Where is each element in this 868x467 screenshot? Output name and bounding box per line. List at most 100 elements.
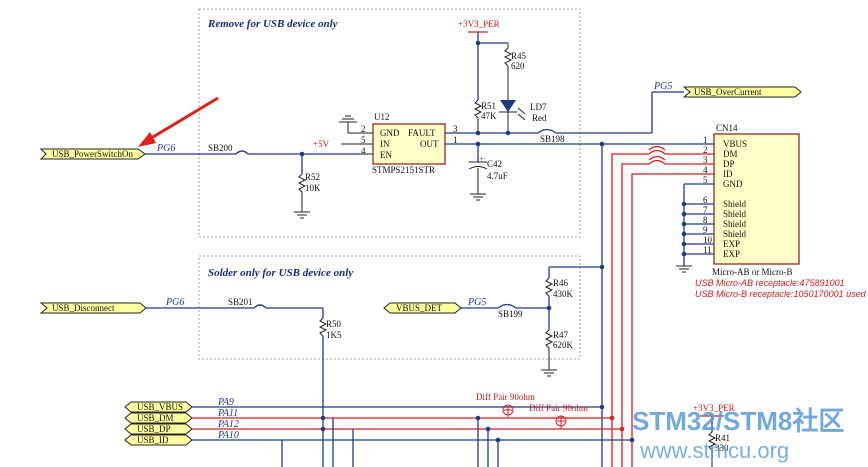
diff-pair-marker-1: Diff Pair 90ohm [476, 392, 535, 418]
cn14-pin-name: VBUS [723, 139, 747, 149]
svg-text:4: 4 [361, 146, 366, 156]
svg-text:Diff Pair 90ohm: Diff Pair 90ohm [476, 392, 535, 402]
watermark-url: www.stmcu.org [639, 438, 789, 463]
svg-text:R45: R45 [511, 51, 527, 61]
net-pa9: PA9 [217, 397, 234, 408]
net-pa10: PA10 [217, 430, 239, 441]
svg-text:U12: U12 [374, 112, 390, 122]
solder-region-title: Solder only for USB device only [208, 267, 353, 279]
solder-bridge-sb199: SB199 [497, 303, 523, 319]
cn14-pin-number: 3 [703, 155, 708, 165]
cn14-pin-number: 6 [703, 195, 708, 205]
svg-text:430K: 430K [553, 289, 574, 299]
svg-text:USB_ID: USB_ID [137, 435, 169, 445]
net-pg5-a: PG5 [653, 81, 672, 92]
ground-icon [470, 193, 486, 201]
cn14-pin-name: GND [723, 179, 743, 189]
cn14-pin-name: DP [723, 159, 735, 169]
svg-text:SB199: SB199 [498, 309, 523, 319]
svg-text:4.7uF: 4.7uF [487, 171, 508, 181]
remove-region-title: Remove for USB device only [207, 18, 338, 30]
cn14-pin-number: 5 [703, 175, 708, 185]
svg-text:R51: R51 [481, 101, 496, 111]
svg-text:620K: 620K [553, 340, 574, 350]
remove-for-usb-device-region [198, 8, 581, 238]
note-receptacle-b: USB Micro-B receptacle:1050170001 used [695, 289, 867, 299]
svg-text:USB_VBUS: USB_VBUS [137, 402, 183, 412]
svg-text:FAULT: FAULT [408, 128, 436, 138]
svg-text:620: 620 [511, 61, 525, 71]
svg-text:R52: R52 [305, 172, 320, 182]
net-pg6-b: PG6 [165, 297, 184, 308]
svg-text:USB_Disconnect: USB_Disconnect [52, 303, 115, 313]
svg-text:USB_DP: USB_DP [137, 424, 171, 434]
svg-text:Micro-AB or Micro-B: Micro-AB or Micro-B [712, 267, 793, 277]
solder-bridge-sb200: SB200 [208, 143, 249, 155]
svg-text:R41: R41 [715, 433, 730, 443]
cn14-pin-number: 10 [703, 235, 713, 245]
svg-text:330: 330 [715, 443, 729, 453]
ground-icon [294, 211, 310, 219]
solder-bridge-sb198: SB198 [537, 128, 565, 144]
cn14-pin-name: Shield [723, 229, 747, 239]
cn14-pin-name: ID [723, 169, 733, 179]
cn14-pin-number: 4 [703, 165, 708, 175]
watermark-brand: STM32/STM8社区 [632, 406, 844, 436]
resistor-r45: R45 620 [503, 43, 527, 100]
resistor-r50: R50 1K5 [318, 317, 342, 340]
svg-text:SB198: SB198 [540, 134, 565, 144]
led-ld7: LD7 Red [499, 100, 547, 133]
port-vbus-det: VBUS_DET [383, 302, 462, 314]
svg-text:USB_PowerSwitchOn: USB_PowerSwitchOn [52, 149, 134, 159]
svg-text:R50: R50 [326, 319, 342, 329]
net-pa12: PA12 [217, 419, 239, 430]
ground-icon [676, 265, 692, 273]
svg-text:1: 1 [453, 135, 458, 145]
port-usb-overcurrent: USB_OverCurrent [682, 86, 802, 98]
port-usb-disconnect: USB_Disconnect [39, 302, 147, 314]
net-3v3-per-bottom: +3V3_PER [693, 403, 735, 413]
ground-icon [339, 115, 357, 123]
cn14-pin-name: DM [723, 149, 738, 159]
svg-text:1K5: 1K5 [326, 330, 342, 340]
svg-text:2: 2 [361, 124, 366, 134]
cn14-pin-number: 11 [703, 245, 712, 255]
connector-cn14: CN14 Micro-AB or Micro-B [712, 123, 800, 277]
cn14-pin-name: Shield [723, 199, 747, 209]
svg-text:LD7: LD7 [530, 102, 547, 112]
net-pa11: PA11 [217, 408, 238, 419]
resistor-r47: R47 620K [544, 329, 574, 350]
net-pg6-a: PG6 [156, 143, 175, 154]
port-usb-vbus: USB_VBUS [124, 401, 193, 413]
note-receptacle-ab: USB Micro-AB receptacle:475891001 [695, 278, 845, 288]
svg-text:VBUS_DET: VBUS_DET [396, 303, 443, 313]
svg-text:5: 5 [361, 135, 366, 145]
cn14-pin-name: Shield [723, 219, 747, 229]
diff-pair-marker-2: Diff Pair 90ohm [529, 403, 588, 429]
port-usb-id: USB_ID [124, 434, 193, 446]
svg-text:3: 3 [453, 124, 458, 134]
cn14-pin-number: 1 [703, 135, 708, 145]
cn14-pin-number: 2 [703, 145, 708, 155]
svg-text:SB201: SB201 [228, 297, 253, 307]
svg-text:GND: GND [380, 128, 400, 138]
svg-text:47K: 47K [481, 111, 497, 121]
svg-text:Diff Pair 90ohm: Diff Pair 90ohm [529, 403, 588, 413]
net-3v3-per-top: +3V3_PER [458, 19, 500, 29]
svg-text:R46: R46 [553, 278, 569, 288]
resistor-r46: R46 430K [544, 277, 574, 299]
capacitor-c42: + C42 4.7uF [468, 154, 508, 181]
resistor-r52: R52 10K [297, 172, 321, 193]
svg-text:10K: 10K [305, 183, 321, 193]
cn14-pin-number: 9 [703, 225, 708, 235]
cn14-pin-number: 7 [703, 205, 708, 215]
svg-text:USB_DM: USB_DM [137, 413, 174, 423]
svg-text:STMPS2151STR: STMPS2151STR [372, 165, 435, 175]
cn14-pin-name: EXP [723, 239, 740, 249]
resistor-r51: R51 47K [473, 99, 497, 133]
svg-text:Red: Red [532, 113, 547, 123]
svg-text:USB_OverCurrent: USB_OverCurrent [694, 87, 762, 97]
svg-text:IN: IN [380, 139, 390, 149]
